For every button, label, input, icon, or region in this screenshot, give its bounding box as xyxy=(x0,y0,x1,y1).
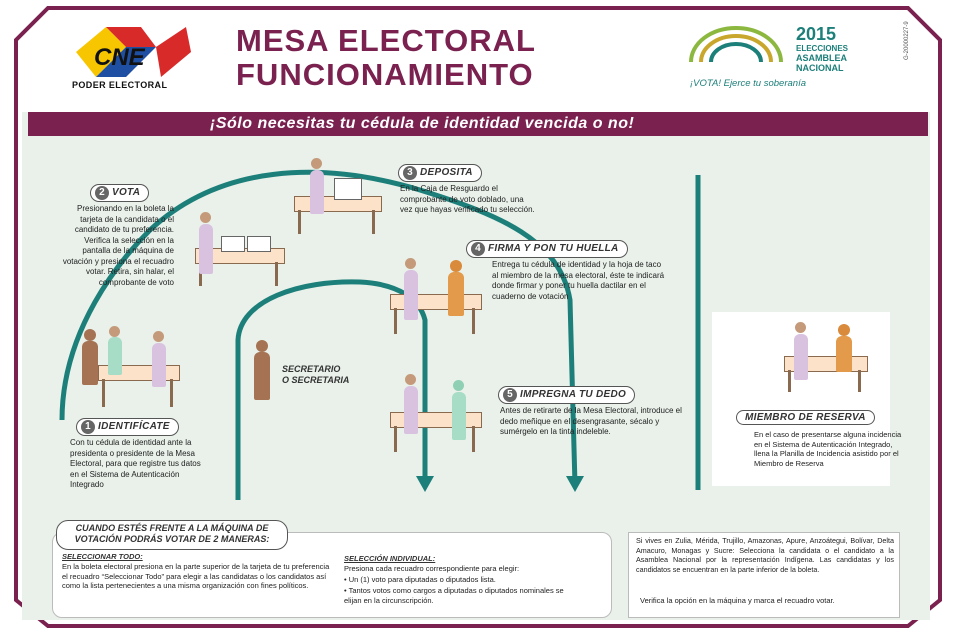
secretario-label: SECRETARIO O SECRETARIA xyxy=(282,364,350,385)
step2-number: 2 xyxy=(95,186,109,200)
banner-text: ¡Sólo necesitas tu cédula de identidad v… xyxy=(210,115,635,132)
cne-logo-text: CNE xyxy=(94,44,145,71)
todo-text: En la boleta electoral presiona en la pa… xyxy=(62,562,330,590)
slogan: ¡VOTA! Ejerce tu soberanía xyxy=(690,78,806,89)
step2-text: Presionando en la boleta la tarjeta de l… xyxy=(62,204,174,287)
step5-number: 5 xyxy=(503,388,517,402)
indiv-bullet2-text: Tantos votos como cargos a diputadas o d… xyxy=(344,586,564,605)
election-line1: ELECCIONES xyxy=(796,44,849,53)
indigenous-note: Verifica la opción en la máquina y marca… xyxy=(640,596,835,605)
page-title: MESA ELECTORAL FUNCIONAMIENTO xyxy=(236,24,536,92)
step1-number: 1 xyxy=(81,420,95,434)
parliament-icon xyxy=(689,26,783,63)
step5-title: IMPREGNA TU DEDO xyxy=(520,389,627,400)
voting-header-line1: CUANDO ESTÉS FRENTE A LA MÁQUINA DE xyxy=(75,523,269,533)
indigenous-text: Si vives en Zulia, Mérida, Trujillo, Ama… xyxy=(636,536,894,574)
step2-title: VOTA xyxy=(112,187,141,198)
election-logo: 2015 ELECCIONES ASAMBLEA NACIONAL ¡VOTA!… xyxy=(686,24,866,94)
indigenous-box xyxy=(628,532,900,618)
step4-title: FIRMA Y PON TU HUELLA xyxy=(488,243,619,254)
election-line2: ASAMBLEA xyxy=(796,53,847,63)
step4-text: Entrega tu cédula de identidad y la hoja… xyxy=(492,260,665,301)
step3-title: DEPOSITA xyxy=(420,167,473,178)
indiv-intro: Presiona cada recuadro correspondiente p… xyxy=(344,564,520,573)
step1-text: Con tu cédula de identidad ante la presi… xyxy=(70,438,201,489)
election-year: 2015 xyxy=(796,24,837,44)
indiv-bullet1: • Un (1) voto para diputadas o diputados… xyxy=(344,575,496,584)
step1-title: IDENTIFÍCATE xyxy=(98,421,170,432)
cne-logo-icon xyxy=(76,27,191,77)
banner xyxy=(28,112,928,136)
step4-number: 4 xyxy=(471,242,485,256)
cne-logo-subtitle: PODER ELECTORAL xyxy=(72,80,168,90)
indiv-bullet2: • Tantos votos como cargos a diputadas o… xyxy=(344,586,564,605)
voting-header-line2: VOTACIÓN PODRÁS VOTAR DE 2 MANERAS: xyxy=(74,534,270,544)
election-line3: NACIONAL xyxy=(796,63,844,73)
step5-text: Antes de retirarte de la Mesa Electoral,… xyxy=(500,406,682,436)
title-line1: MESA ELECTORAL xyxy=(236,23,536,58)
voting-methods-header: CUANDO ESTÉS FRENTE A LA MÁQUINA DE VOTA… xyxy=(56,520,288,550)
title-line2: FUNCIONAMIENTO xyxy=(236,57,534,92)
reserva-text: En el caso de presentarse alguna inciden… xyxy=(754,430,902,468)
indiv-bullet1-text: Un (1) voto para diputadas o diputados l… xyxy=(348,575,496,584)
indiv-title: SELECCIÓN INDIVIDUAL: xyxy=(344,554,436,563)
todo-title: SELECCIONAR TODO: xyxy=(62,552,143,561)
step3-number: 3 xyxy=(403,166,417,180)
cne-logo: CNE PODER ELECTORAL xyxy=(66,22,196,94)
reserva-tag: MIEMBRO DE RESERVA xyxy=(736,410,875,425)
step3-text: En la Caja de Resguardo el comprobante d… xyxy=(400,184,535,214)
